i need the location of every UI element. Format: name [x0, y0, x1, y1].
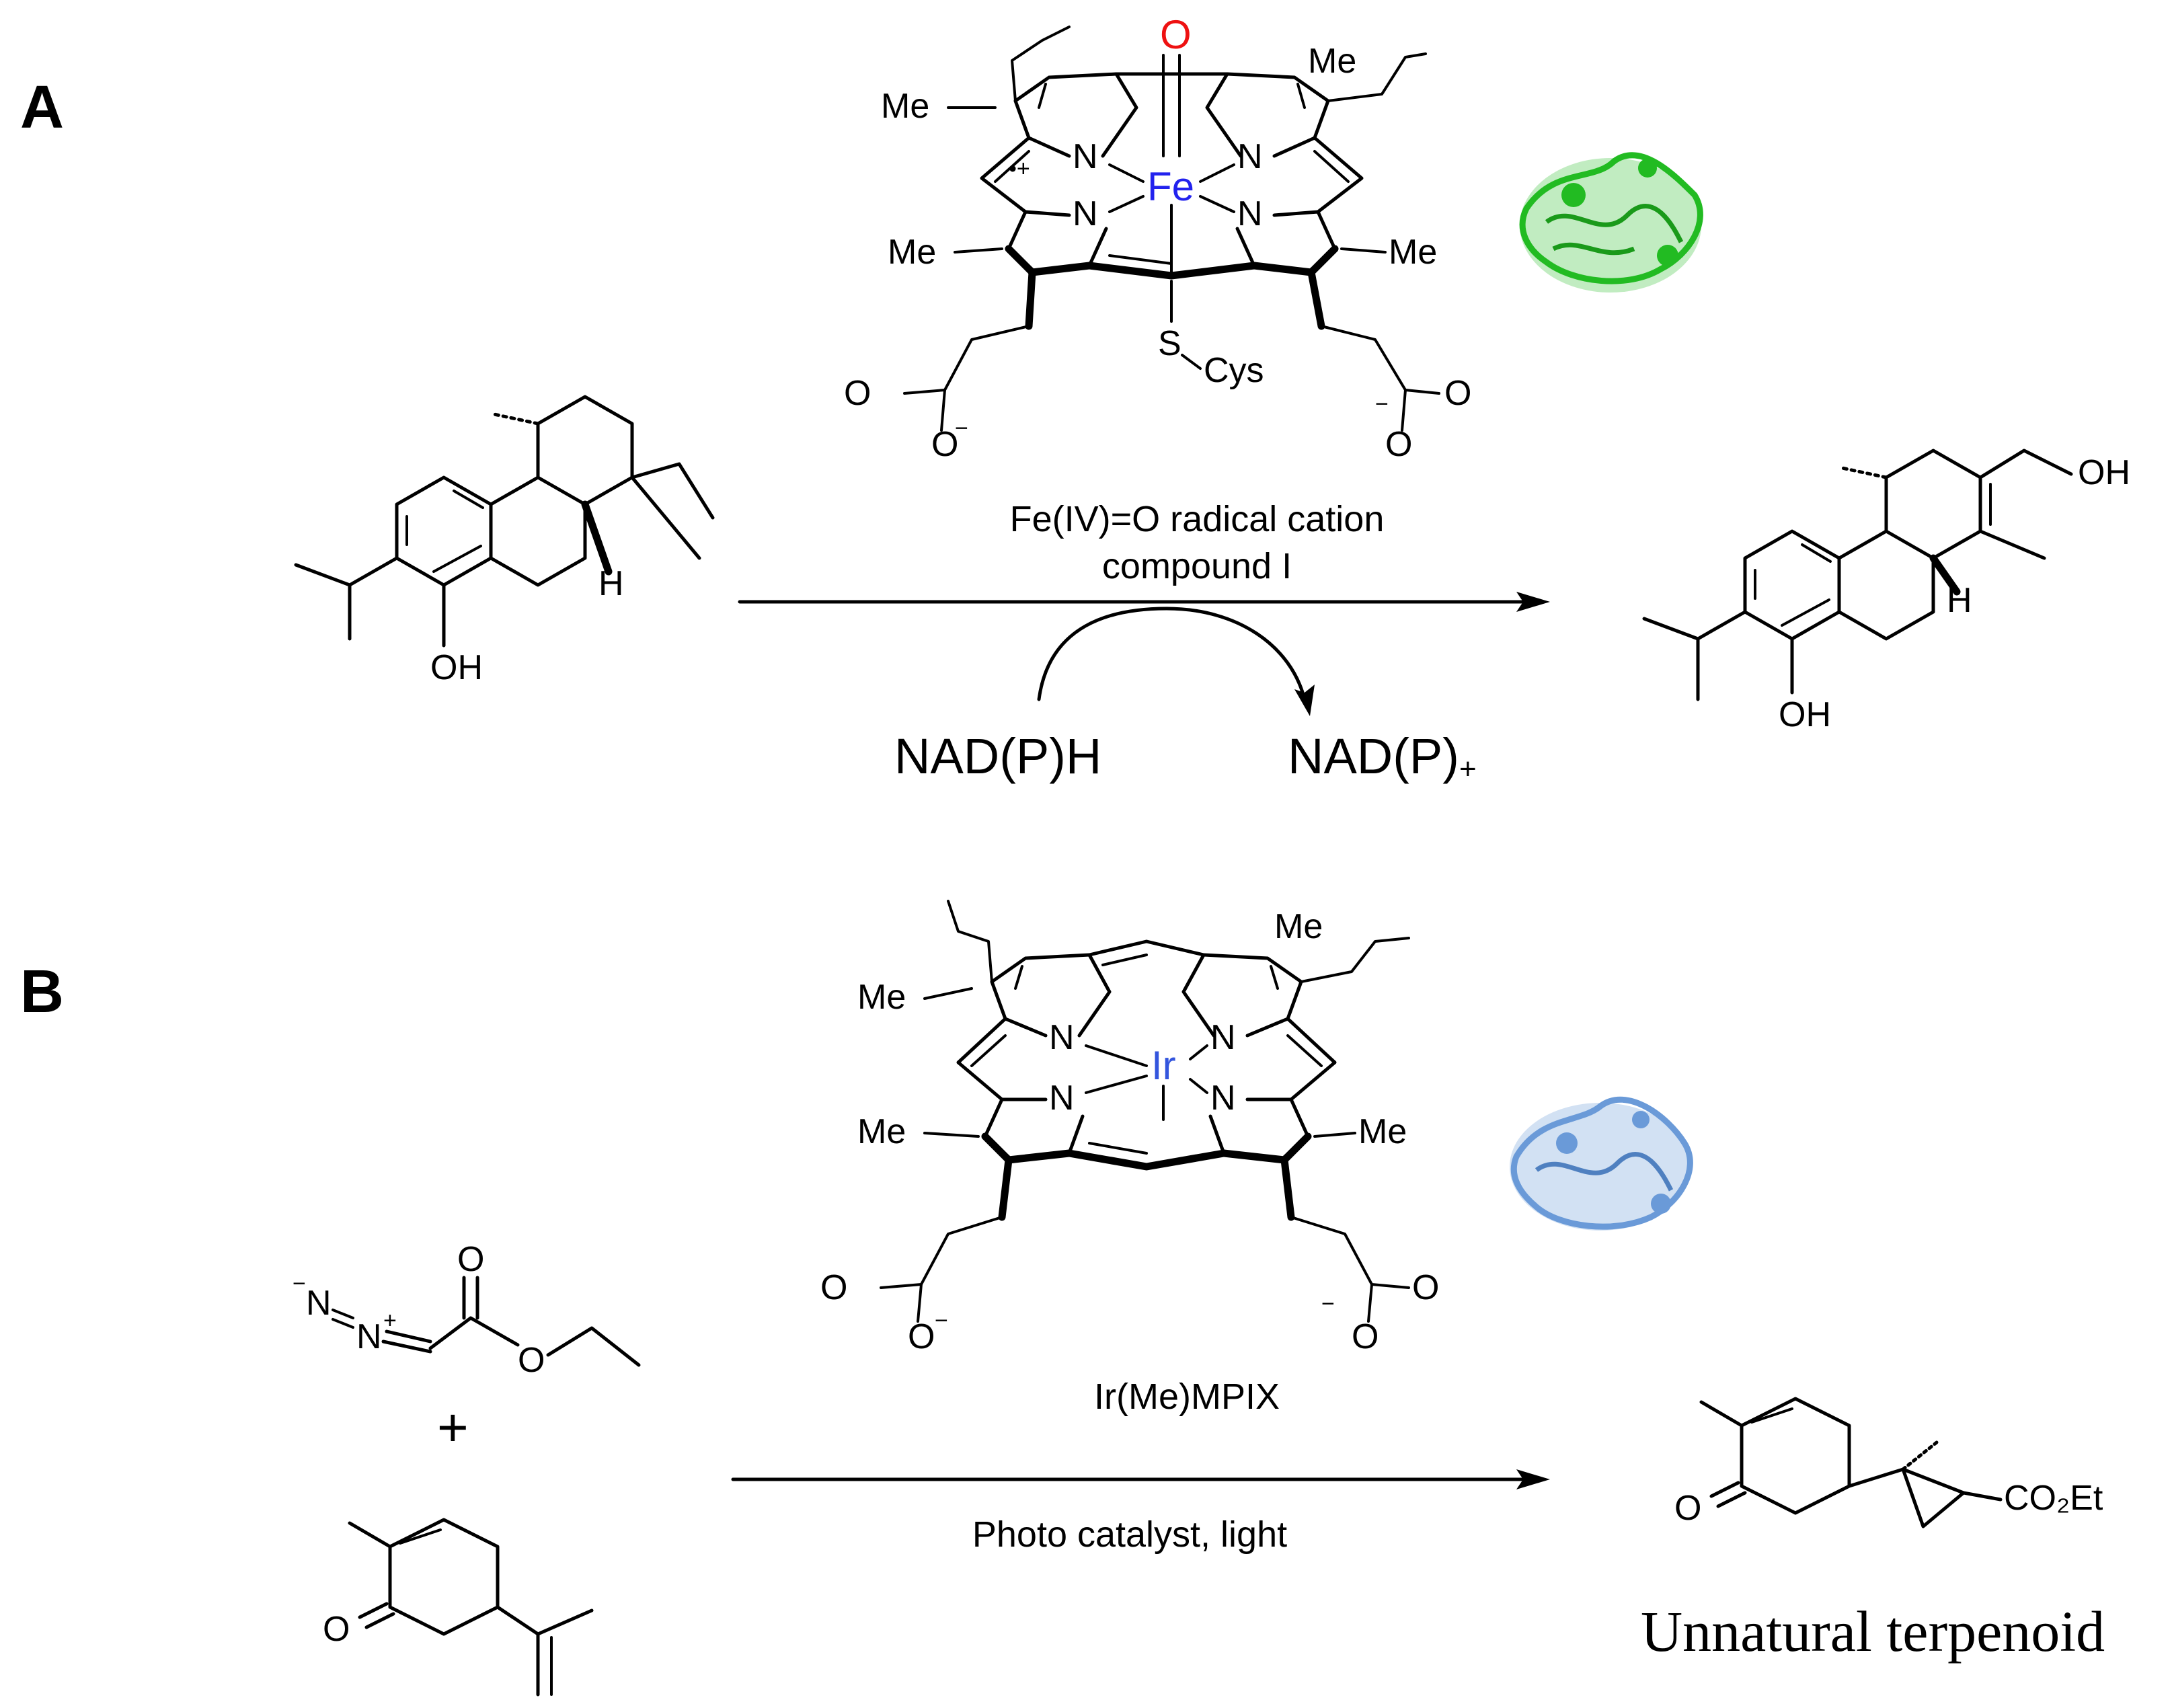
product-caption: Unnatural terpenoid	[1641, 1599, 2105, 1664]
methyl-top-right: Me	[1308, 42, 1356, 81]
ester-ether-o: O	[518, 1341, 545, 1380]
ir-minus-right: −	[1321, 1291, 1335, 1317]
product-a: OH H OH	[1642, 449, 2130, 734]
panel-a-label: A	[20, 74, 64, 141]
product-b: O CO₂Et Unnatural terpenoid	[1641, 1397, 2105, 1664]
reaction-conditions: Photo catalyst, light	[972, 1514, 1287, 1555]
ir-methyl-right: Me	[1358, 1112, 1407, 1151]
reaction-arrow-b: Photo catalyst, light	[731, 1469, 1550, 1555]
carboxylate-o-minus-right: O	[1385, 425, 1412, 464]
product-a-oh-top: OH	[2078, 453, 2130, 492]
diazo-plus: +	[383, 1308, 397, 1333]
carboxylate-o-left: O	[844, 374, 871, 413]
pyrrole-n-bottom-left: N	[1073, 194, 1098, 233]
product-a-h: H	[1947, 581, 1972, 620]
p450-enzyme-image	[1519, 152, 1703, 293]
ester-carbonyl-o: O	[457, 1240, 484, 1279]
engineered-enzyme-image	[1510, 1096, 1693, 1231]
substrate-oh: OH	[430, 648, 483, 687]
minus-left: −	[955, 416, 968, 441]
pyrrole-n-bottom-right: N	[1237, 194, 1263, 233]
panel-a: A O Fe N N N N	[20, 12, 2130, 785]
ir-n-top-left: N	[1049, 1018, 1075, 1057]
panel-b: B Ir N N N N	[20, 900, 2105, 1697]
thiolate-s: S	[1158, 324, 1181, 363]
minus-right: −	[1375, 391, 1389, 417]
ir-carboxylate-o-left: O	[820, 1268, 847, 1307]
carboxylate-o-minus-left: O	[931, 425, 958, 464]
ir-methyl-left: Me	[857, 1112, 906, 1151]
ir-minus-left: −	[935, 1308, 948, 1333]
ir-porphyrin: Ir N N N N	[820, 900, 1439, 1417]
plus-sign: +	[437, 1397, 469, 1457]
ir-carboxylate-o-right: O	[1412, 1268, 1439, 1307]
product-b-ester: CO₂Et	[2004, 1479, 2103, 1518]
oxo-atom: O	[1160, 12, 1192, 57]
pyrrole-n-top-left: N	[1073, 137, 1098, 176]
diazo-n-terminal: N	[306, 1284, 332, 1323]
radical-cation-mark: •+	[1009, 156, 1030, 182]
reaction-arrow-a: Fe(IV)=O radical cation compound I NAD(P…	[738, 499, 1550, 785]
methyl-left: Me	[888, 233, 936, 272]
cysteine-label: Cys	[1204, 351, 1264, 390]
iron-atom: Fe	[1147, 164, 1194, 209]
cofactor-nadp-charge: +	[1459, 752, 1477, 785]
carvone-o: O	[323, 1610, 350, 1649]
ir-n-bottom-left: N	[1049, 1079, 1075, 1118]
iridium-atom: Ir	[1151, 1043, 1176, 1088]
ir-carboxylate-o-minus-left: O	[908, 1317, 935, 1356]
substrate-ferruginol: H OH	[294, 395, 715, 687]
catalyst-caption-line2: compound I	[1102, 546, 1292, 586]
panel-b-label: B	[20, 958, 64, 1025]
substrate-h: H	[598, 564, 624, 603]
ethyl-diazoacetate: − N N + O O	[293, 1240, 641, 1380]
compound-i-porphyrin: O Fe N N N N	[844, 12, 1471, 464]
carvone: O	[323, 1518, 594, 1697]
catalyst-caption-line1: Fe(IV)=O radical cation	[1010, 499, 1385, 539]
methyl-top-left: Me	[881, 87, 929, 126]
cofactor-nadp: NAD(P)	[1288, 728, 1459, 784]
ir-methyl-left-top: Me	[857, 978, 906, 1017]
ir-n-bottom-right: N	[1210, 1079, 1236, 1118]
carboxylate-o-right: O	[1444, 374, 1471, 413]
diazo-minus: −	[293, 1271, 306, 1296]
methyl-right: Me	[1389, 233, 1437, 272]
cofactor-nadph: NAD(P)H	[894, 728, 1101, 784]
product-a-oh: OH	[1779, 695, 1831, 734]
ir-methyl-right-top: Me	[1274, 907, 1323, 946]
ir-catalyst-name: Ir(Me)MPIX	[1094, 1376, 1280, 1417]
diazo-n-central: N	[356, 1317, 382, 1356]
ir-n-top-right: N	[1210, 1018, 1236, 1057]
ir-carboxylate-o-minus-right: O	[1352, 1317, 1379, 1356]
product-b-o: O	[1674, 1489, 1701, 1528]
